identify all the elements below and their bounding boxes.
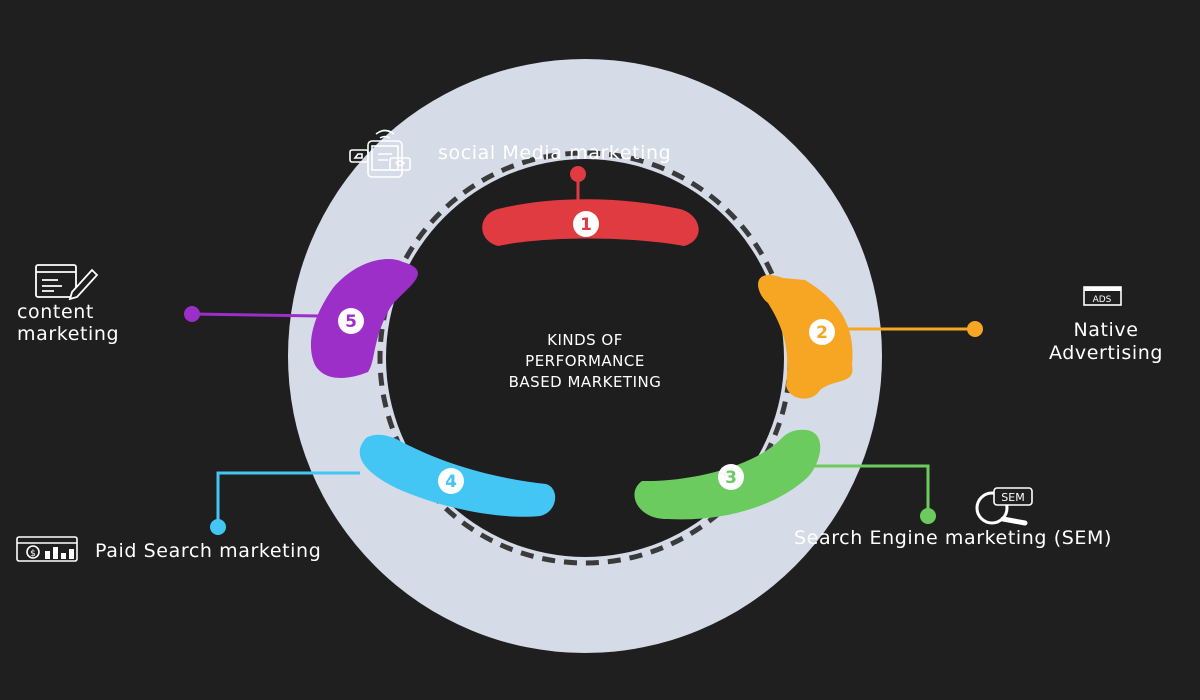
connector-line-4 (216, 471, 360, 527)
center-disk (386, 159, 784, 557)
label-content-marketing: content marketing (17, 301, 120, 345)
segment-2 (758, 274, 853, 399)
badge-number-4: 4 (445, 472, 457, 492)
title-line-3: BASED MARKETING (508, 373, 662, 391)
svg-text:SEM: SEM (1001, 491, 1024, 504)
badge-circle-2 (809, 319, 835, 345)
social-media-icon (349, 129, 411, 178)
badge-circle-4 (438, 468, 464, 494)
badge-number-5: 5 (345, 312, 357, 332)
ads-icon: ADS (1083, 286, 1122, 306)
sem-search-icon: SEM (975, 487, 1033, 526)
connector-dot-1 (570, 166, 586, 182)
svg-text:$: $ (30, 549, 36, 559)
title-line-1: KINDS OF (547, 331, 623, 349)
label-search-engine-marketing: Search Engine marketing (SEM) (794, 527, 1113, 549)
badge-circle-1 (573, 211, 599, 237)
connector-dot-2 (967, 321, 983, 337)
title-line-2: PERFORMANCE (525, 352, 645, 370)
connector-line-3 (790, 464, 930, 516)
badge-number-3: 3 (725, 468, 737, 488)
svg-text:ADS: ADS (1093, 295, 1112, 305)
label-social-media-marketing: social Media marketing (438, 142, 672, 164)
badge-circle-5 (338, 308, 364, 334)
connector-dot-3 (920, 508, 936, 524)
connector-line-5 (191, 312, 321, 318)
badge-number-1: 1 (580, 215, 592, 235)
label-paid-search-marketing: Paid Search marketing (95, 540, 322, 562)
diagram-title: KINDS OF PERFORMANCE BASED MARKETING (455, 330, 715, 393)
connector-dot-4 (210, 519, 226, 535)
badge-number-2: 2 (816, 323, 828, 343)
paid-search-icon: $ (16, 536, 78, 562)
label-native-advertising: Native Advertising (1048, 319, 1164, 364)
connector-dot-5 (184, 306, 200, 322)
badge-circle-3 (718, 464, 744, 490)
connectors (184, 166, 983, 535)
content-writing-icon (35, 264, 99, 301)
segment-5 (310, 259, 418, 378)
number-badges: 1 2 3 4 5 (338, 211, 835, 494)
